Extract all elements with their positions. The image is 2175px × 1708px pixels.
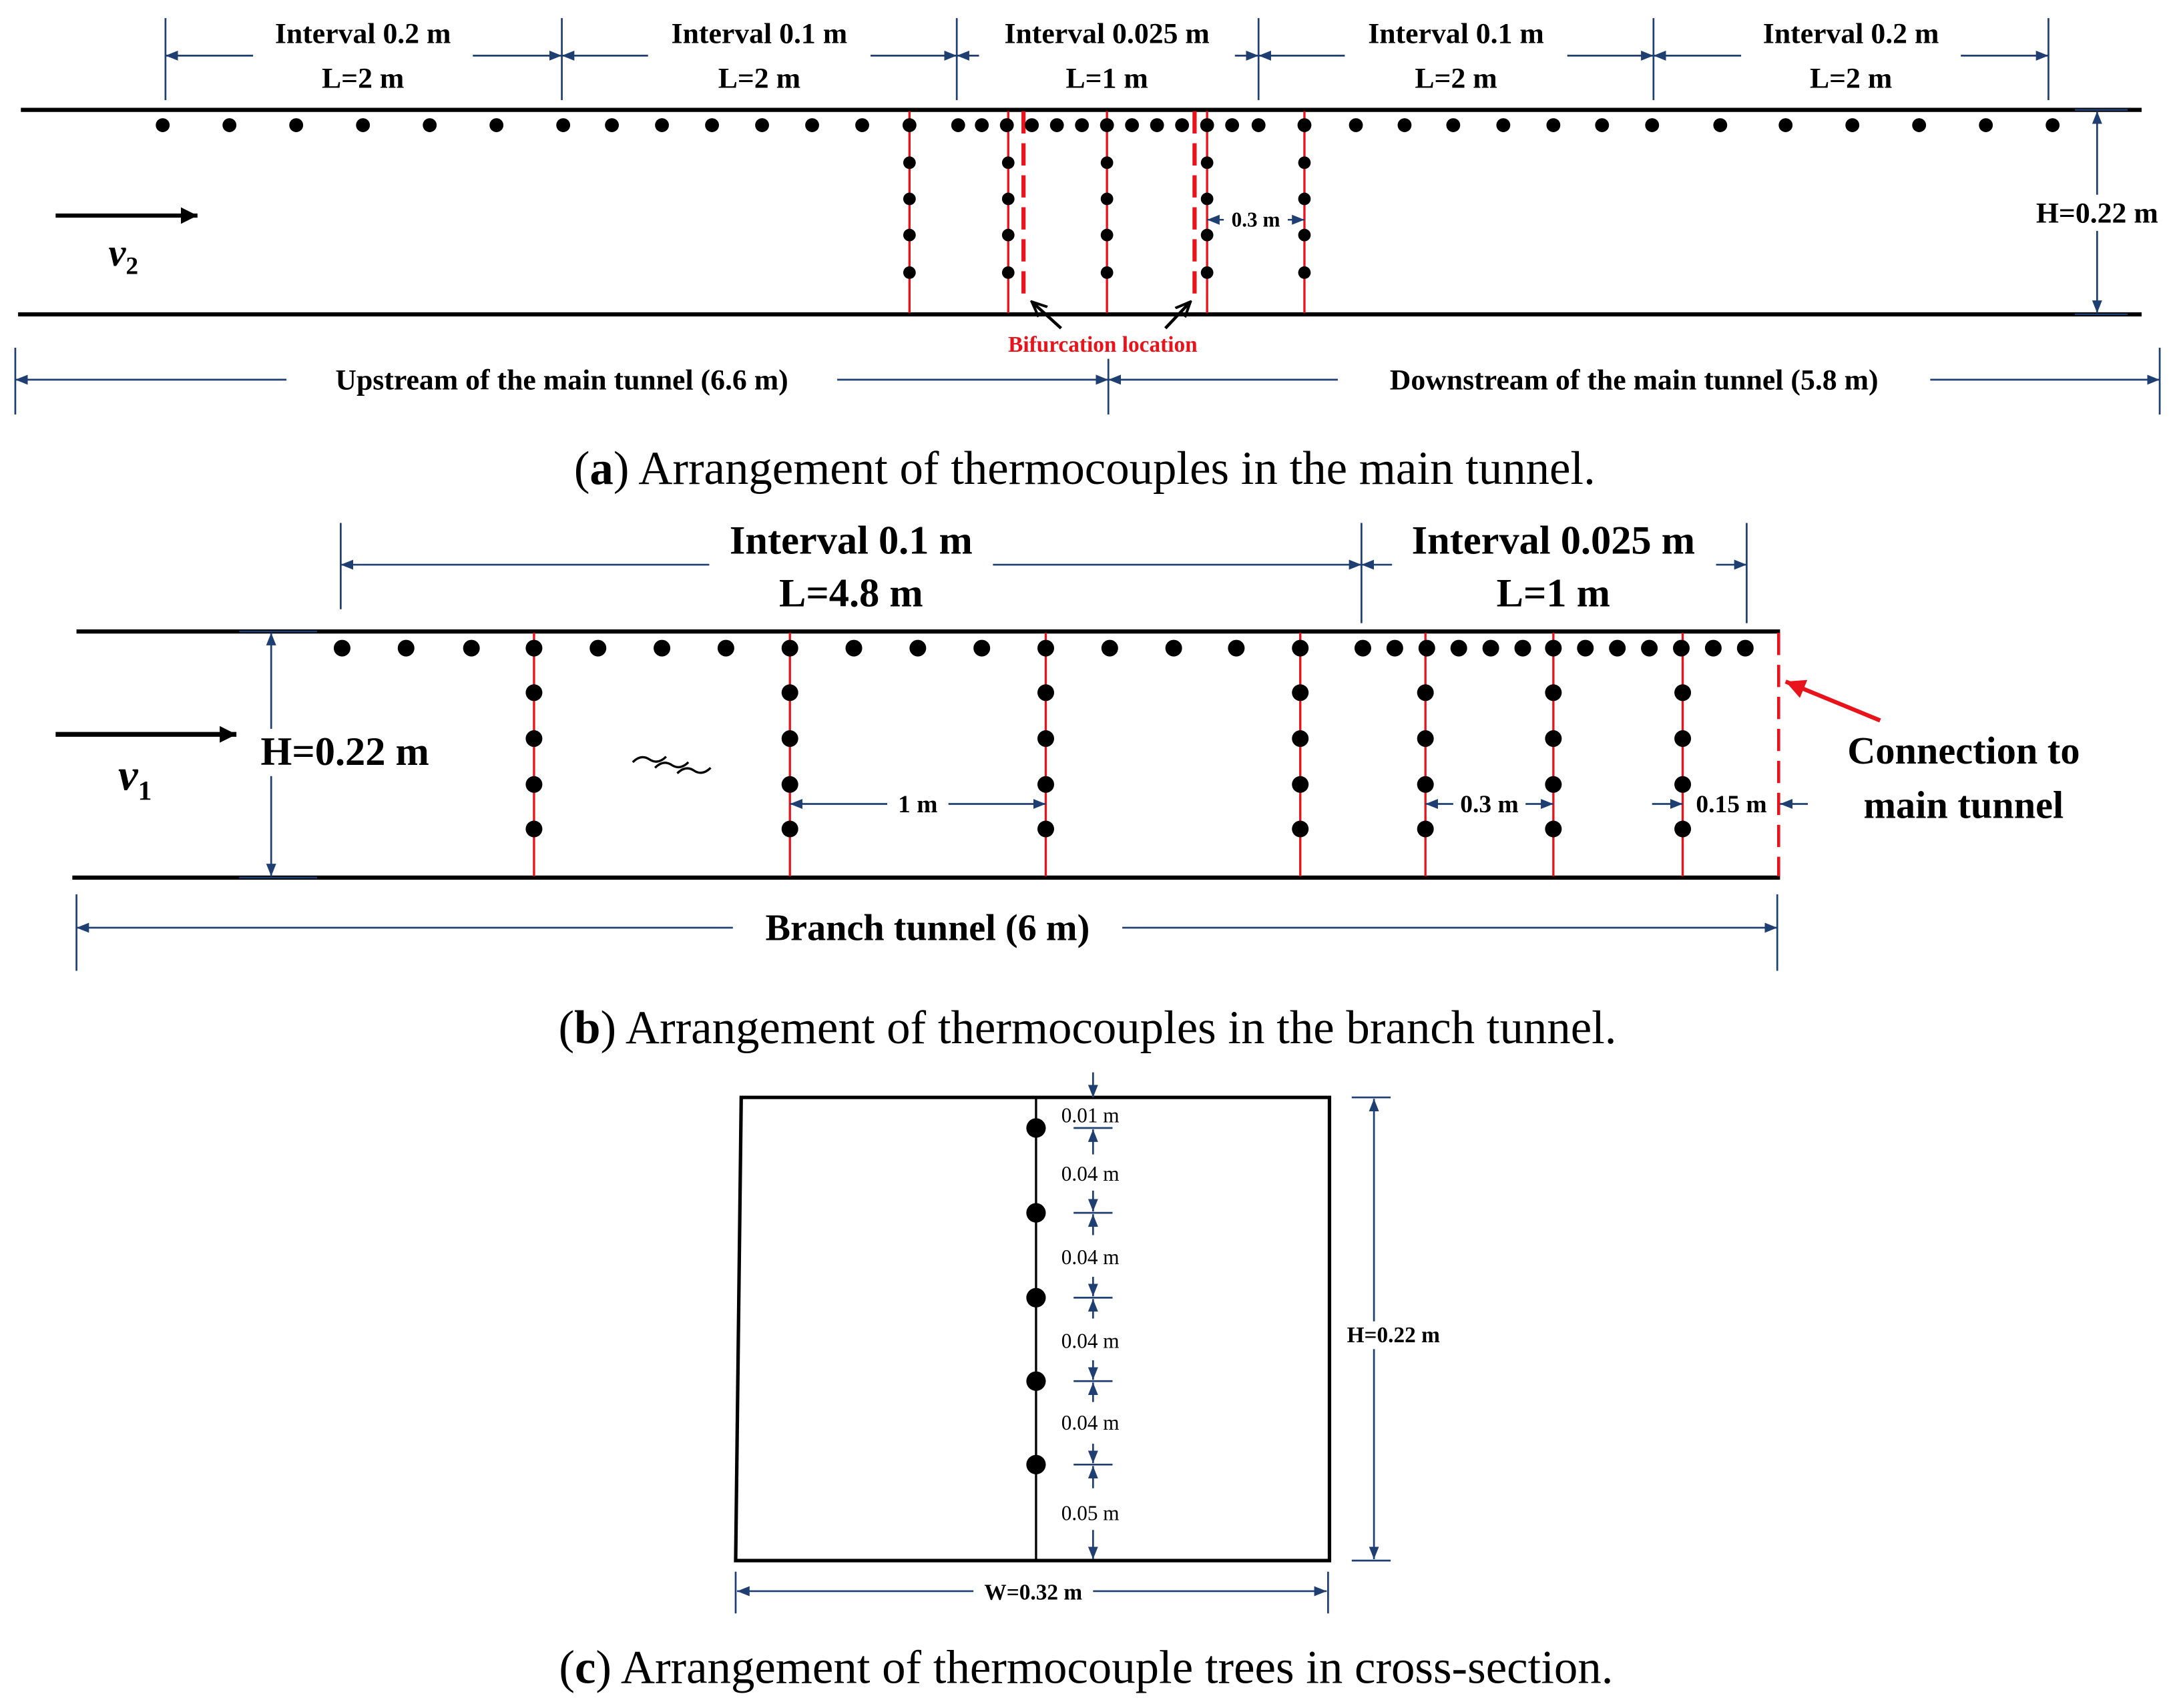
panel-c: 0.01 m 0.04 m 0.04 m 0.04 m 0.04 m 0.05 … — [559, 1072, 1613, 1693]
spacing-label-a: 0.3 m — [1232, 208, 1280, 232]
connection-label-line1: Connection to — [1847, 729, 2080, 772]
tree-thermocouples-b — [525, 684, 1692, 838]
gap-label-5: 0.04 m — [1061, 1411, 1120, 1434]
seg4-length: L=2 m — [1415, 62, 1497, 94]
height-label-a: H=0.22 m — [2036, 197, 2158, 229]
length-label-b1: L=4.8 m — [779, 571, 923, 616]
bifurcation-pointer-left — [1032, 302, 1062, 330]
seg5-interval: Interval 0.2 m — [1763, 18, 1939, 50]
tree-thermocouples-c — [1026, 1118, 1046, 1474]
interval-label-b1: Interval 0.1 m — [730, 518, 973, 563]
bifurcation-pointer-right — [1164, 302, 1190, 330]
velocity-v1: v1 — [118, 752, 152, 807]
seg3-interval: Interval 0.025 m — [1004, 18, 1209, 50]
gap-label-3: 0.04 m — [1061, 1245, 1120, 1269]
interval-label-b2: Interval 0.025 m — [1412, 518, 1695, 563]
caption-c: (c) Arrangement of thermocouple trees in… — [559, 1641, 1613, 1693]
gap-label-1: 0.01 m — [1061, 1104, 1120, 1127]
caption-a: (a) Arrangement of thermocouples in the … — [574, 443, 1596, 495]
height-label-c: H=0.22 m — [1347, 1323, 1441, 1348]
upstream-label: Upstream of the main tunnel (6.6 m) — [335, 364, 788, 396]
ceiling-thermocouples-a — [156, 118, 2060, 132]
gap-label-4: 0.04 m — [1061, 1329, 1120, 1352]
downstream-label: Downstream of the main tunnel (5.8 m) — [1390, 364, 1879, 396]
seg2-length: L=2 m — [718, 62, 800, 94]
thermocouple-trees-a — [908, 111, 1306, 313]
gap-label-2: 0.04 m — [1061, 1162, 1120, 1185]
gap-dim-ticks — [1073, 1072, 1113, 1560]
gap-label-6: 0.05 m — [1061, 1502, 1120, 1525]
connection-pointer — [1784, 679, 1881, 723]
cross-section-outline — [734, 1095, 1332, 1562]
panel-b: Interval 0.1 m L=4.8 m Interval 0.025 m … — [55, 515, 2080, 1054]
spacing-label-b2: 0.3 m — [1460, 791, 1518, 818]
tree-thermocouples-a — [903, 156, 1311, 279]
width-label-c: W=0.32 m — [984, 1580, 1082, 1605]
velocity-v2: v2 — [108, 231, 138, 280]
length-label-b2: L=1 m — [1497, 571, 1610, 616]
seg1-length: L=2 m — [322, 62, 404, 94]
seg5-length: L=2 m — [1810, 62, 1892, 94]
omission-squiggle — [632, 756, 712, 774]
bifurcation-label: Bifurcation location — [1008, 332, 1198, 357]
seg3-length: L=1 m — [1065, 62, 1148, 94]
connection-label-line2: main tunnel — [1863, 783, 2064, 826]
ceiling-thermocouples-b — [333, 639, 1754, 657]
spacing-label-b3: 0.15 m — [1696, 791, 1766, 818]
branch-tunnel-label: Branch tunnel (6 m) — [766, 908, 1090, 949]
bifurcation-lines — [1021, 111, 1197, 304]
seg1-interval: Interval 0.2 m — [275, 18, 451, 50]
seg2-interval: Interval 0.1 m — [672, 18, 848, 50]
thermocouple-trees-b — [533, 633, 1684, 876]
height-label-b: H=0.22 m — [260, 730, 429, 774]
panel-a: Interval 0.2 m L=2 m Interval 0.1 m L=2 … — [14, 13, 2172, 495]
segment-labels: Interval 0.2 m L=2 m Interval 0.1 m L=2 … — [253, 13, 1961, 95]
caption-b: (b) Arrangement of thermocouples in the … — [558, 1002, 1616, 1054]
seg4-interval: Interval 0.1 m — [1368, 18, 1544, 50]
spacing-label-b1: 1 m — [898, 791, 937, 818]
